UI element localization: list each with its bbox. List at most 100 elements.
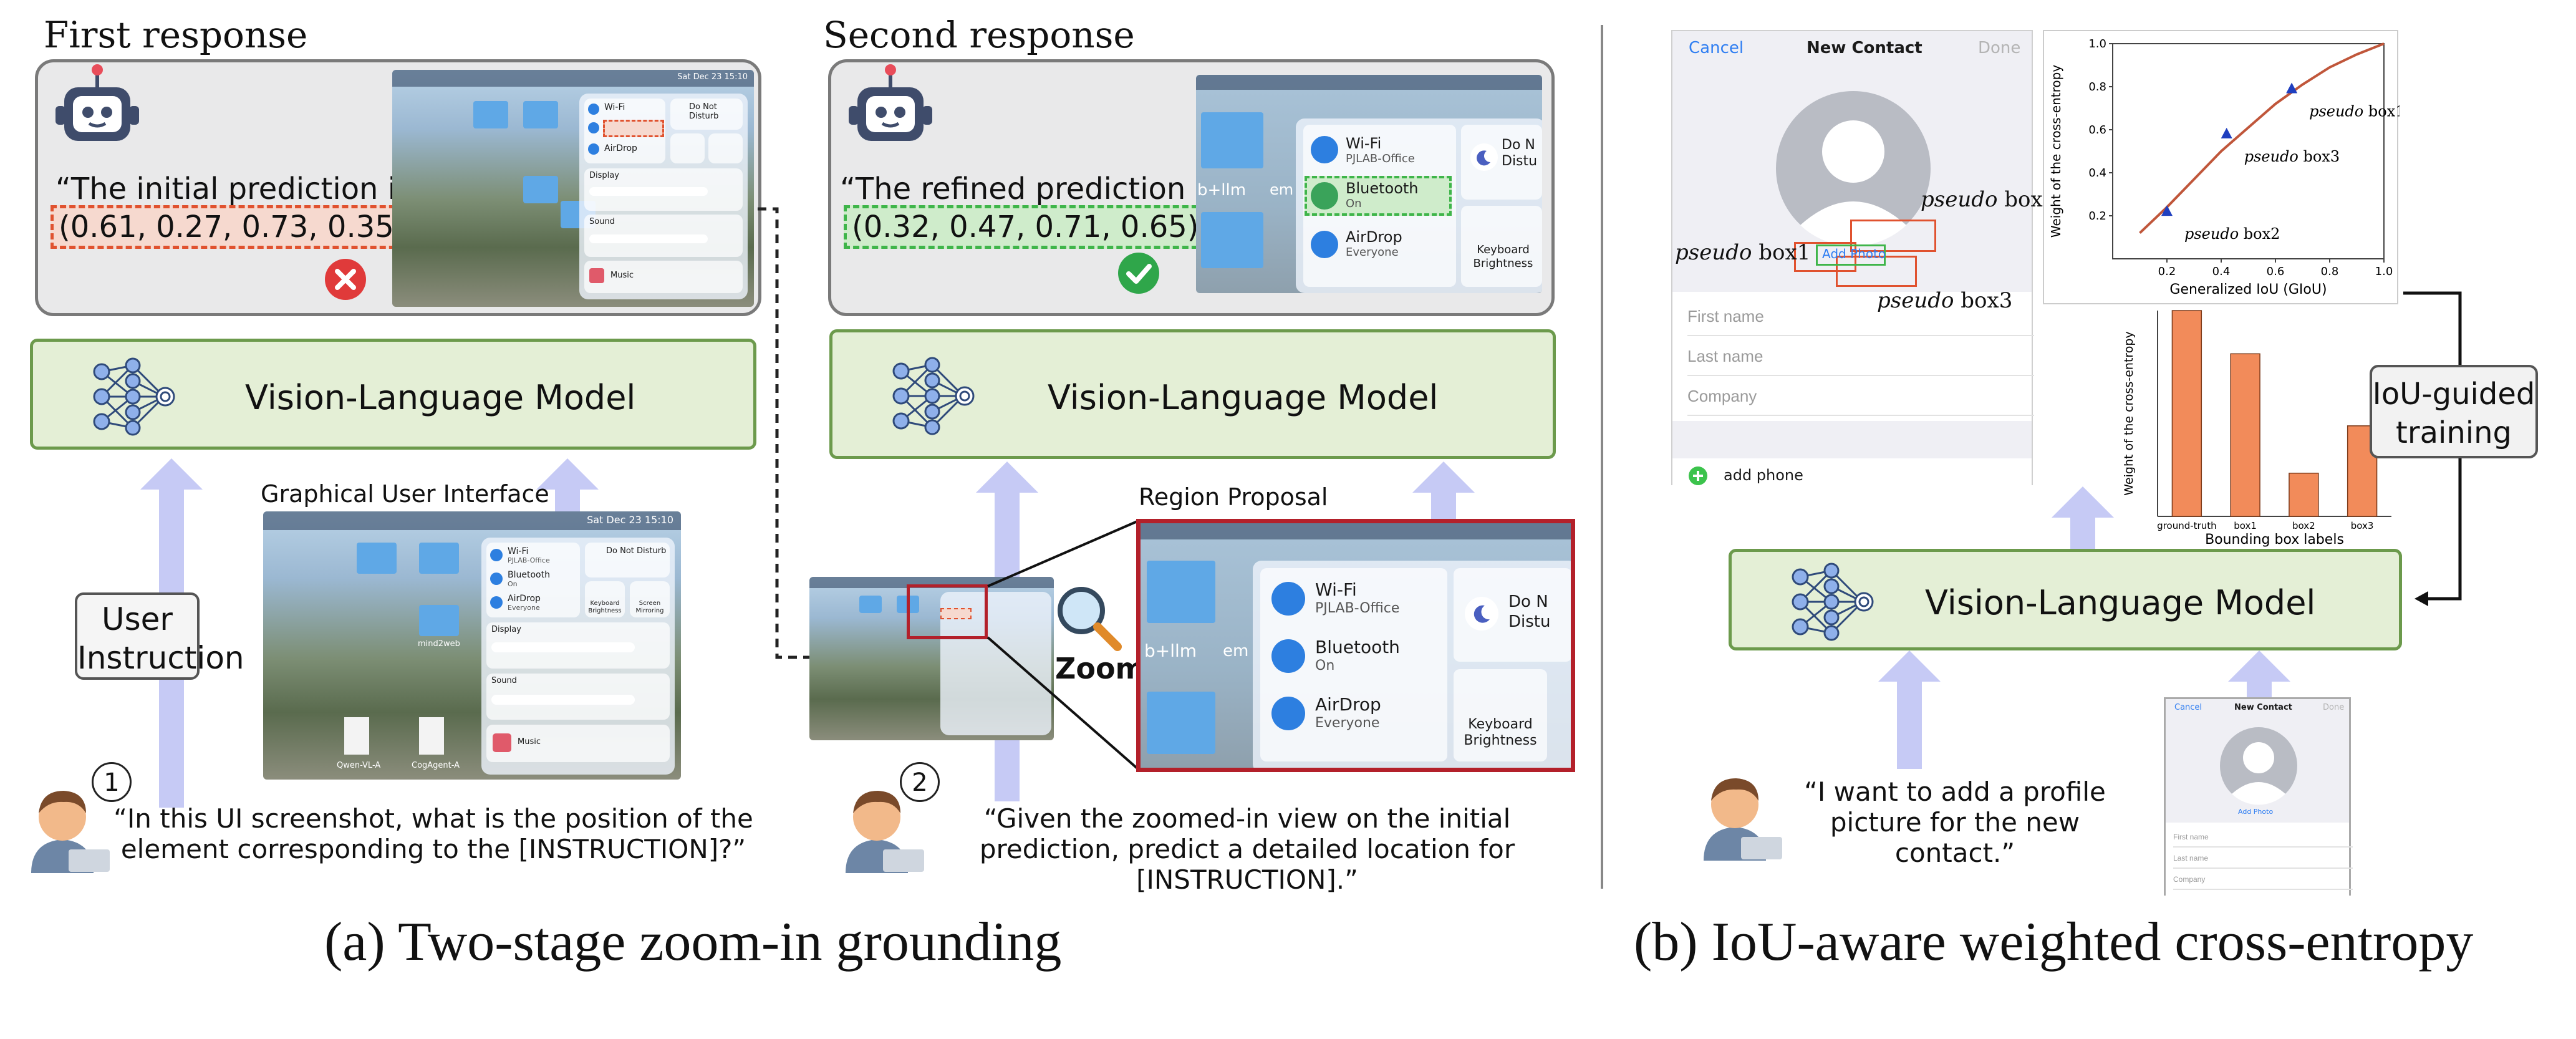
screen-mirroring-label: Screen Mirroring [635, 600, 664, 614]
region-proposal-zoomed: b+llm em Wi-Fi PJLAB-Office Bluetooth On… [1136, 519, 1575, 772]
llm-label: b+llm [1144, 640, 1197, 661]
iou-guided-training-box: IoU-guided training [2370, 365, 2538, 458]
control-center-panel: Wi-Fi PJLAB-Office Bluetooth On AirDrop … [481, 538, 675, 775]
folder-icon [419, 605, 459, 636]
pseudo-box3-label: pseudo box3 [1877, 288, 2013, 313]
neural-network-icon [1782, 558, 1881, 645]
query-b-text: “I want to add a profile picture for the… [1804, 776, 2106, 868]
bluetooth-label: Bluetooth [1315, 637, 1400, 657]
add-photo-link: Add Photo [1822, 246, 1886, 261]
wifi-network-label: PJLAB-Office [1315, 601, 1400, 616]
step-2-badge: 2 [900, 762, 940, 802]
arrow-gui [536, 458, 599, 521]
y-axis-label: Weight of the cross-entropy [2048, 65, 2063, 238]
dnd-label: Do Not Disturb [689, 102, 719, 121]
vlm-label: Vision-Language Model [1925, 583, 2316, 622]
first-prediction-text: “The initial prediction is [55, 172, 412, 206]
zoom-label: Zoom [1055, 652, 1146, 685]
add-phone-label: add phone [1724, 466, 1803, 484]
folder-icon [1147, 692, 1215, 754]
second-response-heading: Second response [823, 14, 1135, 56]
point-label: pseudo box1 [2309, 102, 2400, 120]
x-tick-label: 0.4 [2212, 265, 2231, 278]
bar-category-label: box2 [2292, 520, 2315, 531]
last-name-field: Last name [2173, 848, 2353, 869]
sound-label: Sound [491, 676, 517, 685]
point-marker [2161, 205, 2173, 216]
first-prediction-coords: (0.61, 0.27, 0.73, 0.35) [51, 205, 414, 249]
new-contact-screenshot: Cancel New Contact Done Add Photo First … [1671, 30, 2034, 486]
vlm-label: Vision-Language Model [245, 378, 636, 417]
query-1-text: “In this UI screenshot, what is the posi… [113, 803, 753, 864]
folder-label: mind2web [418, 639, 460, 649]
airdrop-label: AirDrop [604, 143, 637, 153]
bar-y-axis-label: Weight of the cross-entropy [2122, 331, 2136, 495]
airdrop-label: AirDrop [508, 594, 541, 604]
neural-network-icon [882, 352, 982, 440]
ground-truth-rect [1816, 244, 1886, 266]
bar [2289, 472, 2319, 517]
x-tick-label: 0.2 [2158, 265, 2176, 278]
avatar-placeholder-icon [1775, 90, 1931, 246]
query-2-text: “Given the zoomed-in view on the initial… [979, 803, 1515, 895]
cancel-link: Cancel [1689, 39, 1744, 57]
folder-icon [419, 543, 459, 574]
first-response-heading: First response [44, 14, 308, 56]
y-tick-label: 0.8 [2088, 80, 2106, 94]
folder-icon [523, 101, 558, 128]
first-response-box: “The initial prediction is (0.61, 0.27, … [35, 59, 761, 316]
arrow-contact-small [2228, 650, 2290, 697]
bluetooth-label: Bluetooth [1346, 180, 1419, 197]
check-icon [1118, 253, 1159, 294]
wifi-label: Wi-Fi [1346, 135, 1382, 152]
bar-category-label: box3 [2351, 520, 2374, 531]
bluetooth-status: On [1315, 658, 1335, 674]
keyboard-brightness-label: Keyboard Brightness [588, 600, 622, 614]
second-prediction-text: “The refined prediction is [840, 172, 1219, 206]
caption-a: (a) Two-stage zoom-in grounding [324, 912, 1062, 972]
bar [2230, 353, 2260, 517]
series-line [2139, 42, 2385, 234]
display-label: Display [491, 625, 521, 634]
point-label: pseudo box2 [2184, 225, 2280, 243]
second-prediction-coords: (0.32, 0.47, 0.71, 0.65) [844, 205, 1207, 249]
wifi-label: Wi-Fi [508, 546, 529, 556]
music-label: Music [518, 737, 541, 747]
robot-icon [844, 62, 937, 150]
point-label: pseudo box3 [2244, 148, 2340, 165]
file-label: Qwen-VL-A [337, 761, 381, 770]
vlm-box-first: Vision-Language Model [30, 339, 756, 450]
bar-x-axis-label: Bounding box labels [2205, 532, 2344, 548]
pseudo-box2-label: pseudo box2 [1921, 187, 2057, 212]
keyboard-brightness-label: Keyboard Brightness [1473, 243, 1533, 270]
dnd-label: Do Not Disturb [606, 546, 667, 556]
music-label: Music [610, 271, 634, 280]
em-label: em [1223, 642, 1249, 660]
done-link: Done [1978, 39, 2021, 57]
pseudo-box3-rect [1836, 256, 1917, 287]
wifi-label: Wi-Fi [1315, 579, 1357, 600]
file-label: CogAgent-A [412, 761, 460, 770]
x-axis-label: Generalized IoU (GIoU) [2169, 282, 2327, 297]
bar-category-label: ground-truth [2157, 520, 2216, 531]
company-field: Company [1687, 376, 2034, 416]
panel-divider [1601, 25, 1603, 889]
gui-screenshot-small [809, 577, 1054, 740]
step-1-badge: 1 [92, 762, 132, 802]
region-proposal-label: Region Proposal [1139, 483, 1328, 511]
control-center-panel: Wi-Fi AirDrop Do Not Disturb Display Sou… [579, 94, 748, 299]
bluetooth-highlight-box [603, 120, 664, 137]
pseudo-box2-rect [1850, 220, 1936, 252]
y-tick-label: 1.0 [2088, 37, 2106, 51]
magnifier-icon [1054, 583, 1122, 652]
done-link: Done [2323, 703, 2345, 712]
second-response-box: “The refined prediction is (0.32, 0.47, … [828, 59, 1555, 316]
dnd-label: Do N Distu [1502, 137, 1538, 169]
first-name-field: First name [2173, 826, 2353, 848]
folder-icon [473, 101, 508, 128]
folder-icon [1201, 212, 1263, 268]
wifi-label: Wi-Fi [604, 102, 625, 112]
menubar-date: Sat Dec 23 15:10 [587, 514, 673, 526]
keyboard-brightness-label: Keyboard Brightness [1464, 717, 1537, 748]
